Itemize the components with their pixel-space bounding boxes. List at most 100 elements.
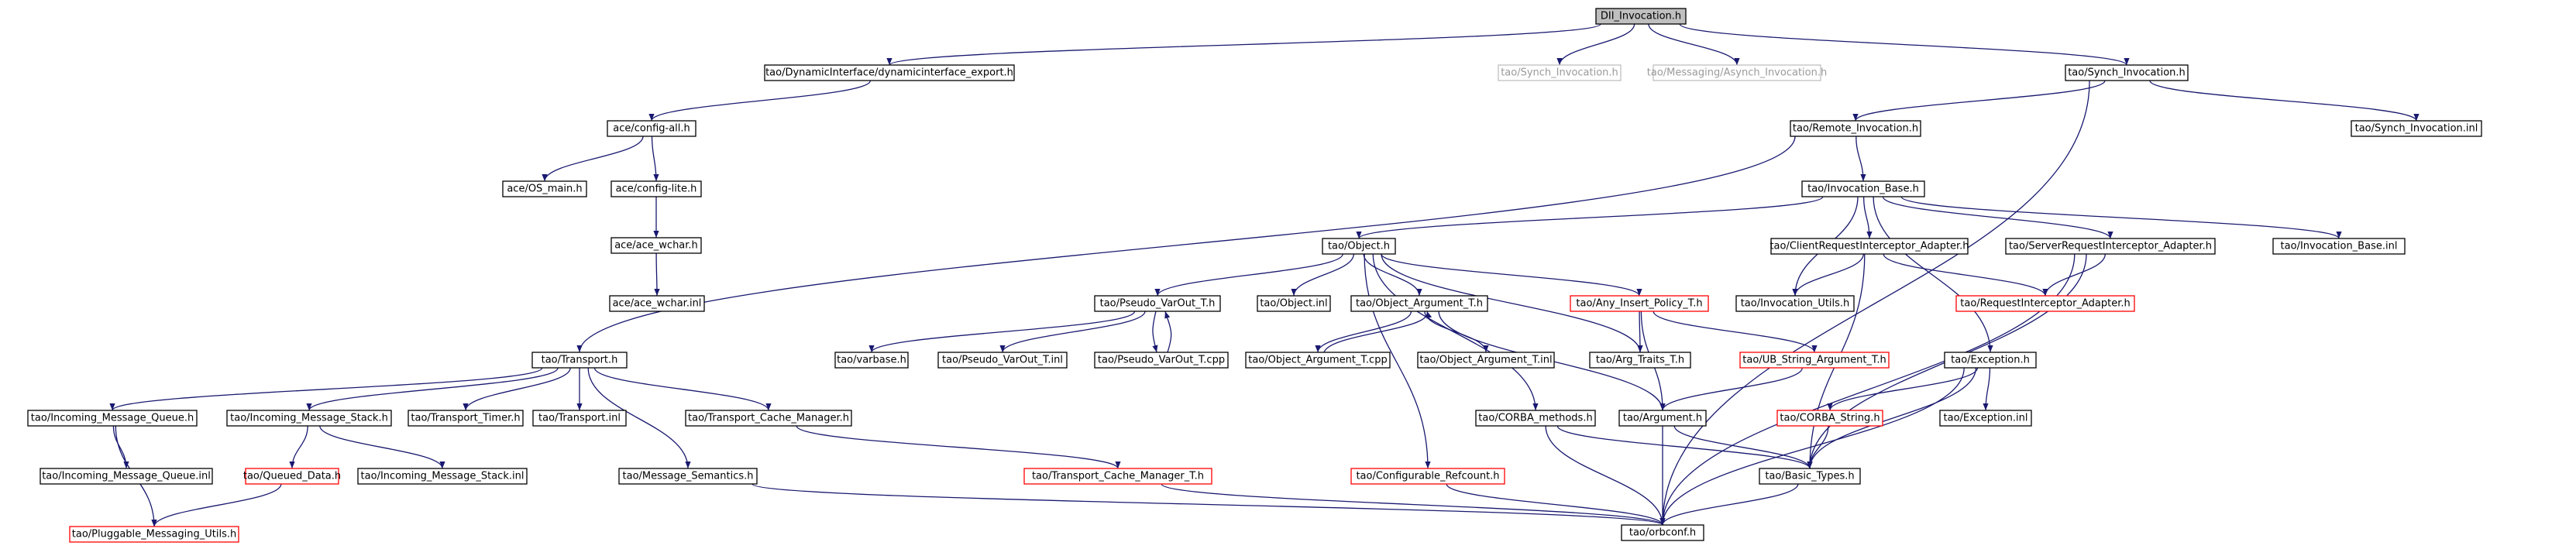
node-config-all[interactable]: ace/config-all.h xyxy=(607,120,696,137)
edge-ub-string-to-argument-h xyxy=(1659,367,1803,411)
node-box xyxy=(618,468,758,485)
edge-transport-h-to-transport-timer xyxy=(463,367,571,411)
node-inv-base-inl[interactable]: tao/Invocation_Base.inl xyxy=(2272,238,2406,255)
node-transport-h[interactable]: tao/Transport.h xyxy=(531,352,628,369)
node-in-msg-queue[interactable]: tao/Incoming_Message_Queue.h xyxy=(27,410,198,427)
node-box xyxy=(1595,8,1687,25)
node-msg-async: tao/Messaging/Asynch_Invocation.h xyxy=(1647,64,1827,81)
node-configurable-refcount[interactable]: tao/Configurable_Refcount.h xyxy=(1350,468,1505,485)
node-box xyxy=(610,237,702,254)
node-arg-traits[interactable]: tao/Arg_Traits_T.h xyxy=(1589,352,1691,369)
node-server-ria[interactable]: tao/ServerRequestInterceptor_Adapter.h xyxy=(2005,238,2216,255)
node-label: tao/Pseudo_VarOut_T.h xyxy=(1100,298,1216,310)
node-box xyxy=(685,410,852,427)
node-box xyxy=(357,468,528,485)
edge-inv-base-to-exception-h xyxy=(1873,196,1993,353)
node-ace-wchar-inl[interactable]: ace/ace_wchar.inl xyxy=(609,295,705,312)
node-exception-h[interactable]: tao/Exception.h xyxy=(1944,352,2037,369)
edge-exception-h-to-exception-inl xyxy=(1983,367,1991,411)
node-label: tao/CORBA_methods.h xyxy=(1478,413,1592,424)
node-pseudo-varout-cpp[interactable]: tao/Pseudo_VarOut_T.cpp xyxy=(1094,352,1229,369)
node-box xyxy=(532,410,627,427)
node-label: tao/varbase.h xyxy=(837,355,906,366)
node-pseudo-varout-inl[interactable]: tao/Pseudo_VarOut_T.inl xyxy=(937,352,1068,369)
node-object-inl[interactable]: tao/Object.inl xyxy=(1257,295,1331,312)
edge-synch-inv-to-orbconf xyxy=(1659,80,2090,526)
node-varbase[interactable]: tao/varbase.h xyxy=(834,352,909,369)
node-box xyxy=(1944,352,2037,369)
node-ace-wchar[interactable]: ace/ace_wchar.h xyxy=(610,237,702,254)
edge-exception-h-to-orbconf xyxy=(1659,367,1965,526)
node-box xyxy=(2005,238,2216,255)
node-box xyxy=(245,468,339,485)
node-argument-h[interactable]: tao/Argument.h xyxy=(1618,410,1707,427)
node-box xyxy=(531,352,628,369)
edge-client-ria-to-req-int-adapter xyxy=(1883,253,2048,297)
edge-exception-h-to-basic-types xyxy=(1807,367,1977,469)
node-label: tao/Incoming_Message_Stack.inl xyxy=(361,471,524,482)
node-label: tao/Invocation_Utils.h xyxy=(1741,298,1850,310)
node-orbconf[interactable]: tao/orbconf.h xyxy=(1621,524,1704,541)
node-box xyxy=(1475,410,1596,427)
node-client-ria[interactable]: tao/ClientRequestInterceptor_Adapter.h xyxy=(1769,238,1969,255)
node-synch-inv-inl[interactable]: tao/Synch_Invocation.inl xyxy=(2351,120,2482,137)
node-box xyxy=(1618,410,1707,427)
node-dyn-export[interactable]: tao/DynamicInterface/dynamicinterface_ex… xyxy=(764,64,1015,81)
node-box xyxy=(1350,468,1505,485)
node-label: tao/Queued_Data.h xyxy=(243,471,341,482)
node-object-arg-t[interactable]: tao/Object_Argument_T.h xyxy=(1350,295,1488,312)
node-remote-inv[interactable]: tao/Remote_Invocation.h xyxy=(1790,120,1921,137)
node-box xyxy=(1322,238,1396,255)
edge-remote-inv-to-transport-h xyxy=(576,136,1796,353)
edge-pseudo-varout-to-pseudo-varout-cpp xyxy=(1152,311,1158,353)
node-box xyxy=(502,180,587,197)
node-box xyxy=(1023,468,1212,485)
node-label: tao/Exception.inl xyxy=(1944,413,2028,424)
node-label: tao/orbconf.h xyxy=(1629,527,1696,539)
node-in-msg-stack-inl[interactable]: tao/Incoming_Message_Stack.inl xyxy=(357,468,528,485)
node-config-lite[interactable]: ace/config-lite.h xyxy=(610,180,702,197)
node-os-main[interactable]: ace/OS_main.h xyxy=(502,180,587,197)
node-synch-inv[interactable]: tao/Synch_Invocation.h xyxy=(2065,64,2189,81)
node-ub-string[interactable]: tao/UB_String_Argument_T.h xyxy=(1739,352,1890,369)
node-transport-timer[interactable]: tao/Transport_Timer.h xyxy=(408,410,524,427)
node-corba-string[interactable]: tao/CORBA_String.h xyxy=(1776,410,1883,427)
node-root[interactable]: DII_Invocation.h xyxy=(1595,8,1687,25)
node-label: ace/ace_wchar.inl xyxy=(613,298,702,310)
node-label: tao/Messaging/Asynch_Invocation.h xyxy=(1647,67,1827,79)
node-queued-data[interactable]: tao/Queued_Data.h xyxy=(243,468,341,485)
node-label: tao/Transport_Timer.h xyxy=(411,413,520,424)
node-label: tao/Configurable_Refcount.h xyxy=(1356,471,1499,482)
node-msg-semantics[interactable]: tao/Message_Semantics.h xyxy=(618,468,758,485)
edge-config-all-to-config-lite xyxy=(651,136,659,182)
node-box xyxy=(1257,295,1331,312)
node-transport-cache-mgr[interactable]: tao/Transport_Cache_Manager.h xyxy=(685,410,852,427)
node-box xyxy=(1094,295,1221,312)
node-req-int-adapter[interactable]: tao/RequestInterceptor_Adapter.h xyxy=(1955,295,2135,312)
node-in-msg-queue-inl[interactable]: tao/Incoming_Message_Queue.inl xyxy=(40,468,213,485)
node-inv-utils[interactable]: tao/Invocation_Utils.h xyxy=(1735,295,1855,312)
node-object-arg-inl[interactable]: tao/Object_Argument_T.inl xyxy=(1417,352,1555,369)
node-in-msg-stack[interactable]: tao/Incoming_Message_Stack.h xyxy=(226,410,392,427)
node-label: tao/Incoming_Message_Queue.inl xyxy=(42,471,211,482)
node-pseudo-varout[interactable]: tao/Pseudo_VarOut_T.h xyxy=(1094,295,1221,312)
node-transport-inl[interactable]: tao/Transport.inl xyxy=(532,410,627,427)
node-label: tao/Transport_Cache_Manager_T.h xyxy=(1032,471,1204,482)
nodes: DII_Invocation.h tao/DynamicInterface/dyn… xyxy=(27,8,2482,543)
node-object-h[interactable]: tao/Object.h xyxy=(1322,238,1396,255)
node-object-arg-cpp[interactable]: tao/Object_Argument_T.cpp xyxy=(1245,352,1391,369)
node-pluggable-msg-utils[interactable]: tao/Pluggable_Messaging_Utils.h xyxy=(69,526,239,543)
node-inv-base[interactable]: tao/Invocation_Base.h xyxy=(1801,180,1925,197)
node-any-insert[interactable]: tao/Any_Insert_Policy_T.h xyxy=(1570,295,1709,312)
node-label: tao/Object_Argument_T.inl xyxy=(1419,355,1552,366)
node-box xyxy=(226,410,392,427)
node-box xyxy=(1759,468,1861,485)
node-transport-cache-mgr-t[interactable]: tao/Transport_Cache_Manager_T.h xyxy=(1023,468,1212,485)
node-corba-methods[interactable]: tao/CORBA_methods.h xyxy=(1475,410,1596,427)
node-exception-inl[interactable]: tao/Exception.inl xyxy=(1939,410,2032,427)
edge-server-ria-to-orbconf xyxy=(1659,253,2076,526)
node-box xyxy=(1770,238,1969,255)
edge-in-msg-queue-to-in-msg-queue-inl xyxy=(112,425,129,469)
node-basic-types[interactable]: tao/Basic_Types.h xyxy=(1759,468,1861,485)
